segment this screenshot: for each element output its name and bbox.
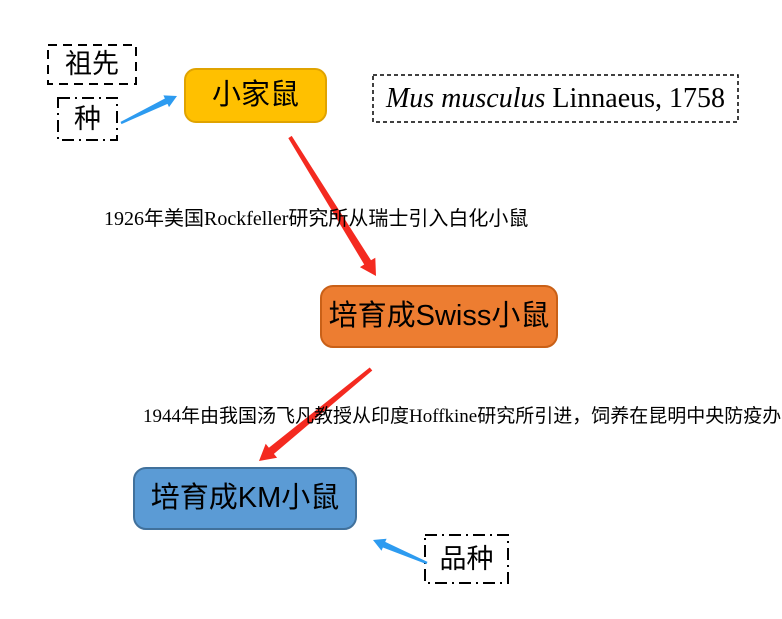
scientific-name-rest: Linnaeus, 1758: [545, 82, 726, 114]
annotation-1944: 1944年由我国汤飞凡教授从印度Hoffkine研究所引进，饲养在昆明中央防疫办: [143, 406, 782, 427]
breed-box-frame: [424, 534, 509, 584]
arrow-swiss-to-km-icon: [259, 367, 373, 461]
node-swiss-mouse: 培育成Swiss小鼠: [320, 285, 558, 348]
node-km-mouse-label: 培育成KM小鼠: [150, 482, 340, 514]
breed-label: 品种: [439, 543, 494, 574]
breed-pointer-arrow-icon: [373, 538, 428, 565]
annotation-1926: 1926年美国Rockfeller研究所从瑞士引入白化小鼠: [104, 208, 529, 230]
species-box-frame: [57, 97, 118, 141]
scientific-name-box-frame: [372, 74, 739, 123]
node-house-mouse-label: 小家鼠: [211, 79, 299, 111]
node-house-mouse: 小家鼠: [184, 68, 327, 123]
species-pointer-arrow-icon: [120, 95, 177, 125]
ancestor-box-frame: [47, 44, 137, 85]
species-label: 种: [74, 103, 101, 134]
node-km-mouse: 培育成KM小鼠: [133, 467, 357, 530]
scientific-name-italic: Mus musculus: [385, 82, 546, 114]
arrow-housemouse-to-swiss-icon: [288, 135, 376, 276]
scientific-name-box: Mus musculus Linnaeus, 1758: [373, 75, 738, 122]
node-swiss-mouse-label: 培育成Swiss小鼠: [328, 300, 550, 332]
ancestor-label: 祖先: [65, 49, 119, 79]
